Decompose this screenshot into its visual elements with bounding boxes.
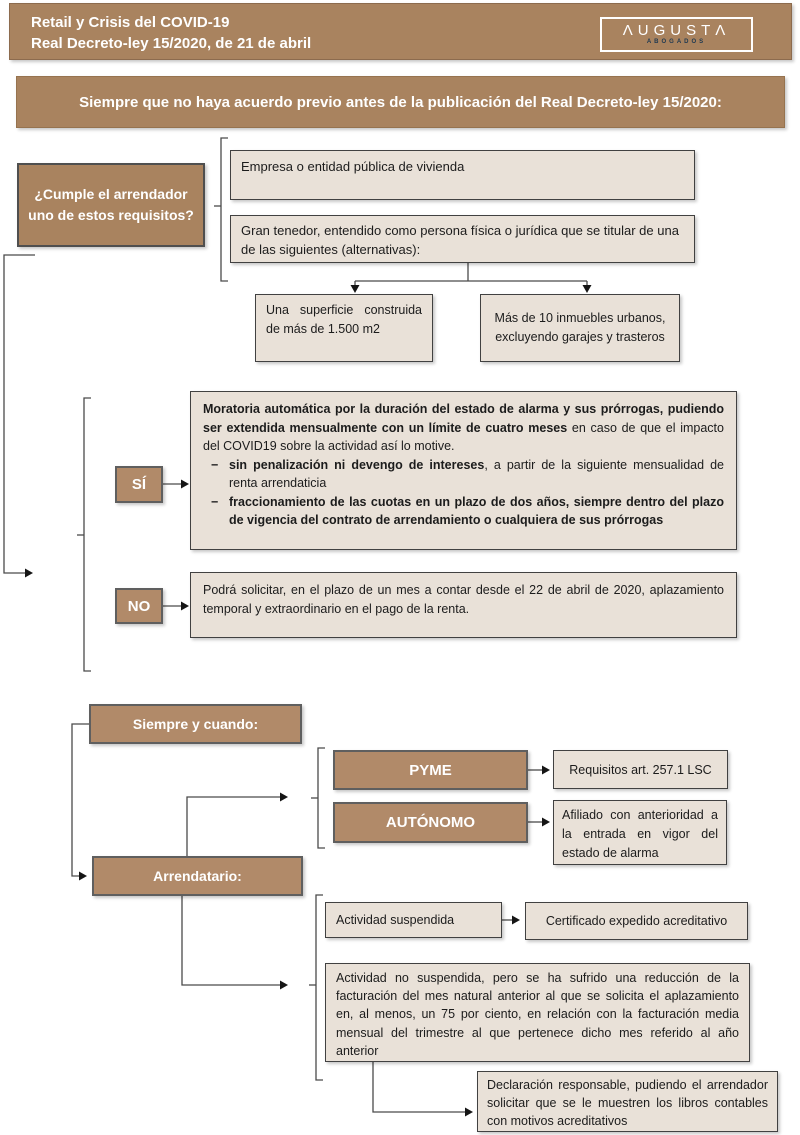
si-bullet-2: − fraccionamiento de las cuotas en un pl… [203, 493, 724, 530]
page-title-line2: Real Decreto-ley 15/2020, de 21 de abril [31, 35, 312, 52]
siempre-y-cuando-box: Siempre y cuando: [89, 704, 302, 744]
arrowhead-alt2 [582, 285, 592, 293]
bullet-dash: − [211, 494, 219, 509]
si-bullet-1: − sin penalización ni devengo de interes… [203, 456, 724, 493]
requirement-option-1: Empresa o entidad pública de vivienda [230, 150, 695, 200]
connector-siempre-arrendatario [71, 723, 89, 877]
declaracion-responsable-box: Declaración responsable, pudiendo el arr… [477, 1071, 778, 1132]
bracket-si-no [83, 397, 91, 672]
page-title: Retail y Crisis del COVID-19 Real Decret… [31, 12, 311, 54]
si-paragraph-bold: Moratoria automática por la duración del… [203, 402, 724, 435]
si-paragraph-rest: en caso de que el impacto del COVID19 so… [203, 420, 724, 454]
si-result-box: Moratoria automática por la duración del… [190, 391, 737, 550]
arrendatario-box: Arrendatario: [92, 856, 303, 896]
actividad-no-suspendida-box: Actividad no suspendida, pero se ha sufr… [325, 963, 750, 1062]
si-paragraph: Moratoria automática por la duración del… [203, 400, 724, 456]
si-label-box: SÍ [115, 466, 163, 503]
requirement-option-2: Gran tenedor, entendido como persona fís… [230, 215, 695, 263]
autonomo-box: AUTÓNOMO [333, 802, 528, 843]
connector-declaracion [372, 1062, 465, 1113]
arrowhead-alt1 [350, 285, 360, 293]
certificado-box: Certificado expedido acreditativo [525, 902, 748, 940]
alternative-inmuebles: Más de 10 inmuebles urbanos, excluyendo … [480, 294, 680, 362]
pyme-requirement-box: Requisitos art. 257.1 LSC [553, 750, 728, 789]
actividad-suspendida-box: Actividad suspendida [325, 902, 502, 938]
bracket-pyme-autonomo [317, 747, 325, 849]
bracket-actividad [315, 894, 323, 1081]
banner-condition: Siempre que no haya acuerdo previo antes… [16, 76, 785, 128]
pyme-box: PYME [333, 750, 528, 790]
question-box: ¿Cumple el arrendador uno de estos requi… [17, 163, 205, 247]
no-label-box: NO [115, 588, 163, 624]
arrowhead-results [25, 568, 33, 578]
bullet-dash: − [211, 457, 219, 472]
connector-arrendatario-up [186, 796, 280, 856]
connector-question-to-results [3, 254, 35, 574]
no-result-box: Podrá solicitar, en el plazo de un mes a… [190, 572, 737, 638]
logo-wordmark: ΛUGUSTΛ [622, 22, 731, 39]
connector-arrendatario-down [181, 896, 280, 986]
augusta-logo: ΛUGUSTΛ ABOGADOS [600, 17, 753, 52]
header-bar: Retail y Crisis del COVID-19 Real Decret… [9, 3, 792, 60]
alternative-surface: Una superficie construida de más de 1.50… [255, 294, 433, 362]
autonomo-requirement-box: Afiliado con anterioridad a la entrada e… [553, 800, 727, 865]
logo-subtitle: ABOGADOS [646, 39, 707, 45]
page-title-line1: Retail y Crisis del COVID-19 [31, 14, 230, 31]
bracket-requirements [220, 137, 228, 282]
